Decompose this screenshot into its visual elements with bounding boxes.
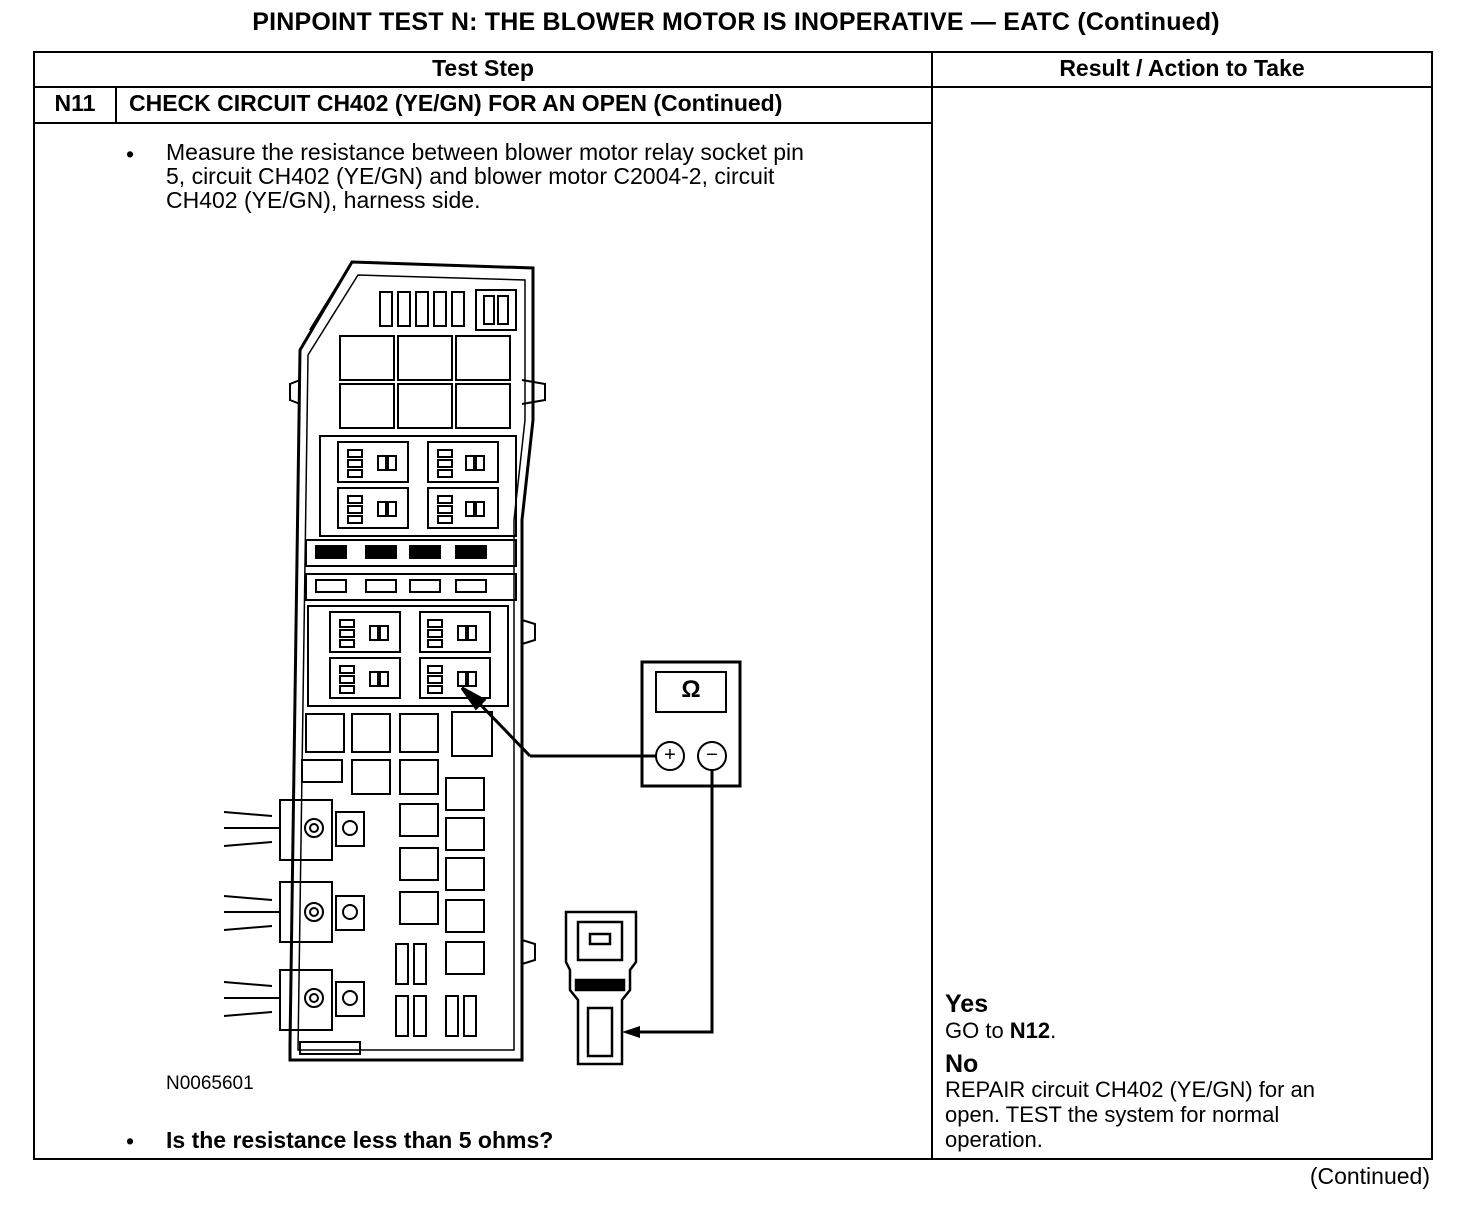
step-question: Is the resistance less than 5 ohms?: [166, 1127, 554, 1153]
column-header-result: Result / Action to Take: [1059, 55, 1305, 81]
meter-minus-terminal: −: [706, 744, 718, 766]
instruction-line: CH402 (YE/GN), harness side.: [166, 187, 481, 213]
result-no-action: REPAIR circuit CH402 (YE/GN) for an open…: [945, 1077, 1415, 1152]
table-divider-header: [33, 86, 1433, 88]
step-number-divider: [115, 86, 117, 123]
result-no-line: open. TEST the system for normal: [945, 1102, 1280, 1127]
table-column-divider: [931, 51, 933, 1160]
result-no-line: operation.: [945, 1127, 1043, 1152]
step-number: N11: [54, 90, 96, 116]
instruction-line: Measure the resistance between blower mo…: [166, 139, 804, 165]
page-title: PINPOINT TEST N: THE BLOWER MOTOR IS INO…: [252, 8, 1220, 36]
instruction-text: Measure the resistance between blower mo…: [166, 140, 804, 212]
result-yes-action: GO to N12.: [945, 1018, 1415, 1043]
result-yes-label: Yes: [945, 990, 989, 1018]
step-title: CHECK CIRCUIT CH402 (YE/GN) FOR AN OPEN …: [129, 90, 783, 116]
result-no-line: REPAIR circuit CH402 (YE/GN) for an: [945, 1077, 1316, 1102]
instruction-line: 5, circuit CH402 (YE/GN) and blower moto…: [166, 163, 775, 189]
meter-plus-terminal: +: [664, 744, 676, 766]
column-header-test-step: Test Step: [432, 55, 534, 81]
bullet-marker: •: [126, 141, 135, 167]
bullet-marker: •: [126, 1128, 135, 1154]
ohm-symbol: Ω: [681, 676, 701, 703]
result-no-label: No: [945, 1050, 979, 1078]
result-yes-target: N12: [1009, 1018, 1051, 1043]
result-yes-suffix: .: [1050, 1018, 1057, 1043]
continued-note: (Continued): [1309, 1163, 1430, 1189]
table-divider-step: [33, 122, 933, 124]
figure-id: N0065601: [166, 1073, 254, 1094]
test-table: [33, 51, 1433, 1160]
result-yes-prefix: GO to: [945, 1018, 1010, 1043]
